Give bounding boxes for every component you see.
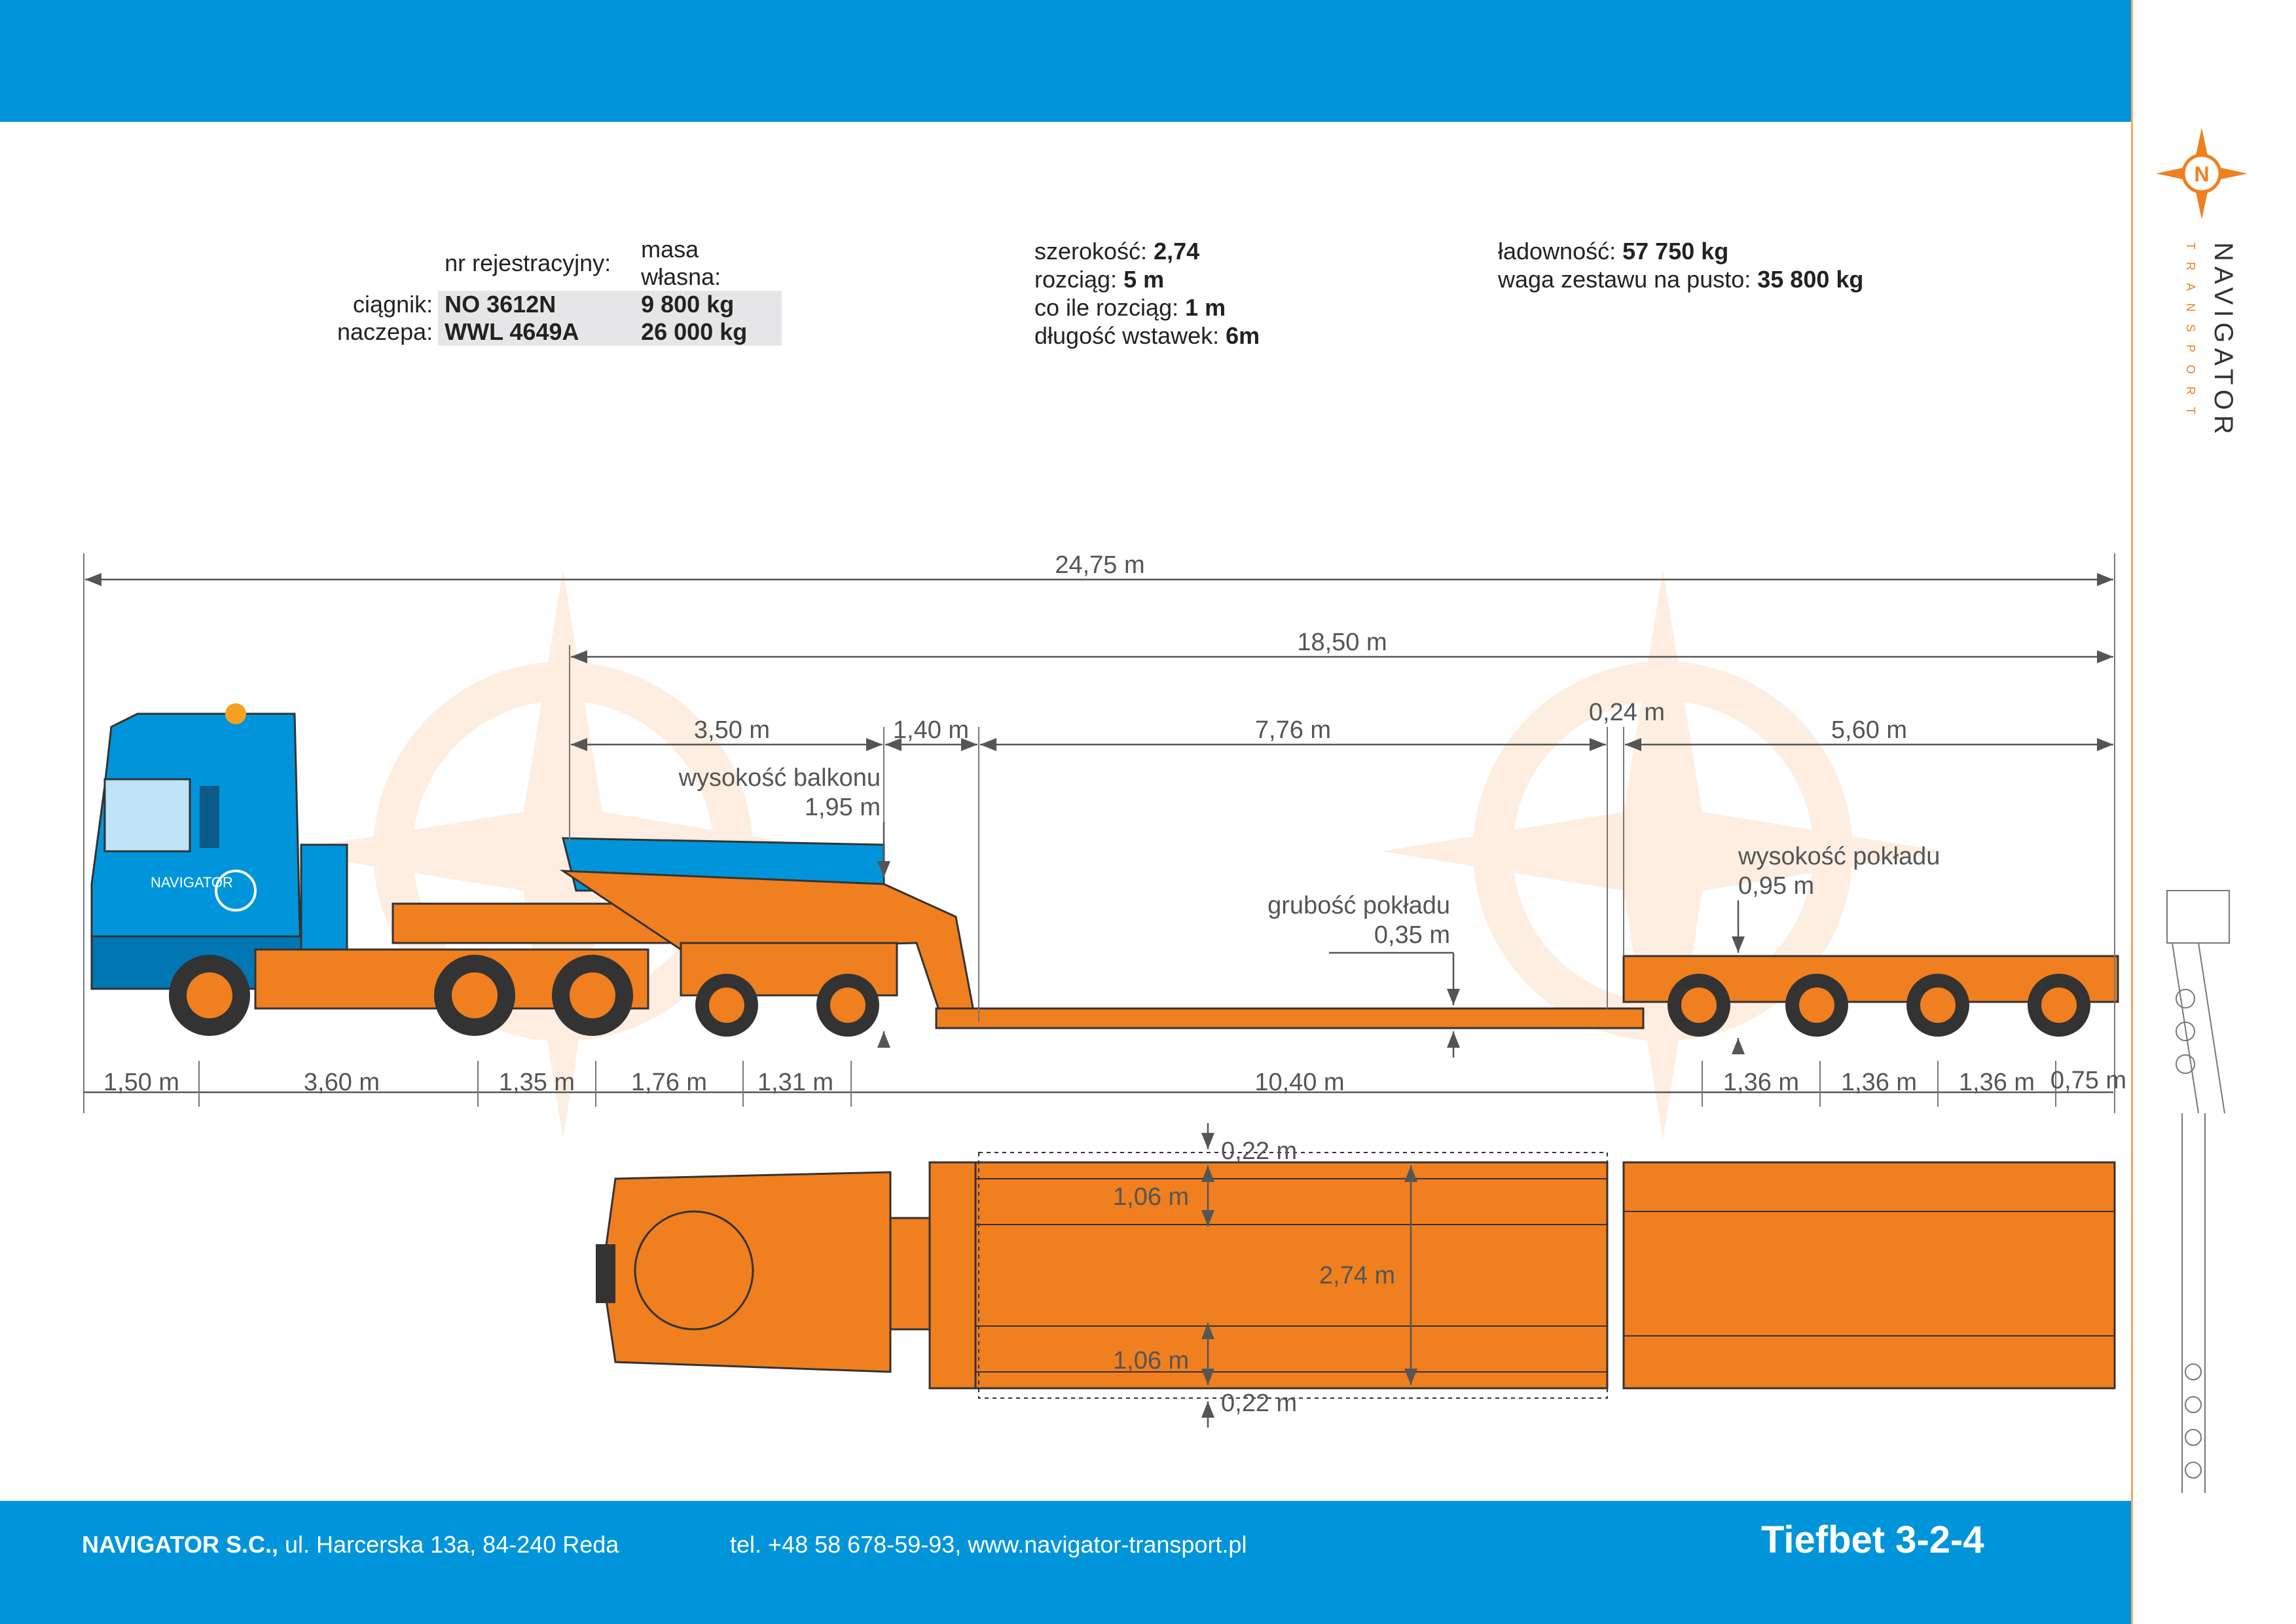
brand-name: NAVIGATOR (2209, 242, 2238, 439)
brand-letter: N (2194, 162, 2209, 186)
mass-header: masa własna: (641, 236, 721, 290)
brand-sub: TRANSPORT (2184, 242, 2197, 427)
wheel (552, 955, 633, 1036)
wheel (169, 955, 250, 1036)
dim-neck: 1,40 m (893, 716, 969, 744)
dim-bottom: 1,76 m (631, 1069, 707, 1096)
table-row: ciągnik: NO 3612N 9 800 kg (331, 291, 782, 318)
dim-deck-low: 7,76 m (1255, 716, 1331, 744)
own-mass: 9 800 kg (634, 291, 782, 318)
deck-thickness-value: 0,35 m (1374, 921, 1450, 949)
spec-line: szerokość: 2,74 (1034, 238, 1200, 265)
vehicle-diagram: NAVIGATOR (83, 551, 2126, 1428)
dim-bottom: 1,35 m (499, 1069, 575, 1096)
company-name: NAVIGATOR S.C., (82, 1531, 279, 1558)
dim-bottom: 1,36 m (1723, 1069, 1799, 1096)
balcony-value: 1,95 m (805, 794, 881, 821)
spec-line: co ile rozciąg: 1 m (1034, 294, 1226, 321)
gooseneck (392, 837, 977, 1023)
spec-line: rozciąg: 5 m (1034, 266, 1165, 293)
registration-table: nr rejestracyjny: masa własna: ciągnik: … (331, 236, 782, 346)
dim-gooseneck: 3,50 m (694, 716, 770, 744)
compass-watermark (282, 570, 1944, 1139)
dim-gap: 0,24 m (1589, 699, 1665, 726)
compass-logo-icon (2156, 128, 2248, 219)
row-label: naczepa: (337, 318, 433, 345)
specs-middle: szerokość: 2,74 rozciąg: 5 m co ile rozc… (1034, 237, 1260, 350)
row-label: ciągnik: (353, 291, 433, 318)
top-banner (0, 0, 2131, 122)
wheel (1785, 974, 1848, 1037)
balcony-label: wysokość balkonu (678, 764, 881, 792)
dim-bottom: 0,75 m (2050, 1067, 2126, 1094)
mini-vehicle-icon (2166, 890, 2230, 1493)
dim-bottom: 1,36 m (1959, 1069, 2035, 1096)
deck-height-label: wysokość pokładu (1738, 843, 1940, 870)
deck-thickness-label: grubość pokładu (1267, 892, 1450, 919)
page-title: Tiefbet 3-2-4 (1761, 1519, 1984, 1561)
dim-bottom: 10,40 m (1254, 1069, 1344, 1096)
plan-ramp-top: 1,06 m (1113, 1183, 1189, 1211)
plan-edge-bottom: 0,22 m (1221, 1390, 1297, 1417)
wheel (2028, 974, 2090, 1037)
spec-line: ładowność: 57 750 kg (1498, 238, 1729, 265)
plan-width: 2,74 m (1319, 1262, 1395, 1289)
wheel (434, 955, 515, 1036)
reg-header: nr rejestracyjny: (445, 249, 611, 276)
truck-cab: NAVIGATOR (90, 703, 348, 990)
dim-trailer: 18,50 m (1297, 629, 1387, 656)
dim-rear: 5,60 m (1831, 716, 1907, 744)
brand-sidebar: N NAVIGATOR TRANSPORT (2131, 0, 2296, 1624)
wheel (1667, 974, 1730, 1037)
truck-logo-text: NAVIGATOR (151, 874, 233, 891)
dim-bottom: 1,36 m (1841, 1069, 1917, 1096)
reg-number: NO 3612N (438, 291, 635, 318)
wheel (1906, 974, 1969, 1037)
footer-contact: tel. +48 58 678-59-93, www.navigator-tra… (730, 1531, 1247, 1558)
footer-address: NAVIGATOR S.C., ul. Harcerska 13a, 84-24… (82, 1531, 619, 1559)
plan-view (596, 1152, 2116, 1399)
spec-line: długość wstawek: 6m (1034, 322, 1260, 349)
dim-total: 24,75 m (1055, 551, 1144, 579)
dim-bottom: 3,60 m (304, 1069, 380, 1096)
company-address: ul. Harcerska 13a, 84-240 Reda (278, 1531, 619, 1558)
wheel (816, 974, 879, 1037)
reg-number: WWL 4649A (438, 318, 635, 346)
deck-height-value: 0,95 m (1738, 872, 1814, 900)
dim-bottom: 1,31 m (757, 1069, 833, 1096)
footer-bar (0, 1501, 2131, 1624)
plan-ramp-bottom: 1,06 m (1113, 1347, 1189, 1375)
dim-bottom: 1,50 m (103, 1069, 179, 1096)
plan-edge-top: 0,22 m (1221, 1137, 1297, 1165)
own-mass: 26 000 kg (634, 318, 782, 346)
table-row: naczepa: WWL 4649A 26 000 kg (331, 318, 782, 346)
specs-right: ładowność: 57 750 kg waga zestawu na pus… (1498, 237, 1863, 293)
wheel (695, 974, 758, 1037)
wheels (169, 955, 2090, 1037)
low-deck (935, 1007, 1645, 1029)
spec-line: waga zestawu na pusto: 35 800 kg (1498, 266, 1864, 293)
